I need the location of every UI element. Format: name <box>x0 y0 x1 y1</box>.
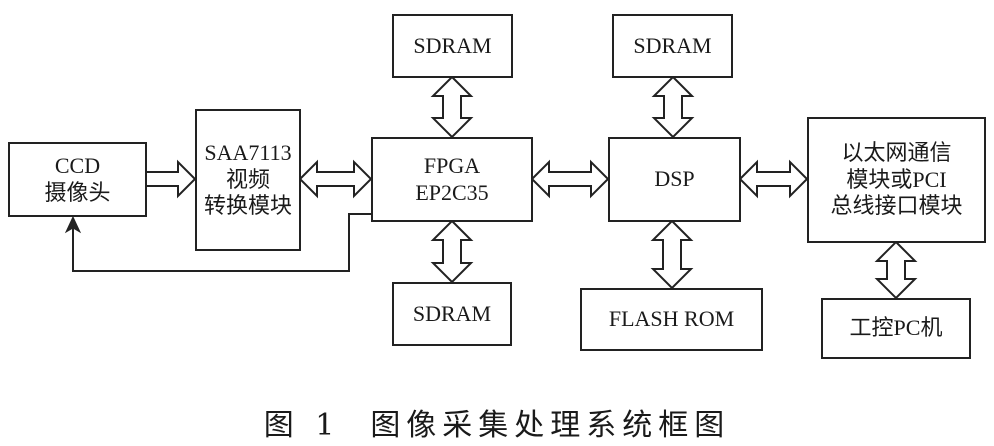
block-saa7113-line-1: SAA7113 <box>204 140 292 166</box>
arrow-fpga-sdram-top <box>430 75 474 139</box>
block-sdram-dsp-top-label: SDRAM <box>633 32 712 58</box>
block-dsp-label: DSP <box>654 166 695 192</box>
block-sdram-fpga-bottom: SDRAM <box>392 282 512 346</box>
block-flash-rom: FLASH ROM <box>580 288 763 351</box>
control-arrowhead <box>64 215 82 234</box>
figure-number: 图 1 <box>263 408 341 443</box>
figure-caption: 图 1 图像采集处理系统框图 <box>0 400 994 444</box>
block-ethernet-line-1: 以太网通信 <box>841 140 952 166</box>
arrow-dsp-flash <box>650 219 694 290</box>
block-saa7113-video-converter: SAA7113 视频 转换模块 <box>195 109 301 251</box>
arrow-dsp-ethernet <box>738 159 809 199</box>
block-fpga-line-2: EP2C35 <box>415 179 489 205</box>
arrow-ccd-to-saa7113 <box>146 159 197 199</box>
block-ethernet-line-2: 模块或PCI <box>846 166 947 192</box>
block-fpga: FPGA EP2C35 <box>371 137 533 222</box>
block-industrial-pc: 工控PC机 <box>821 298 971 359</box>
arrow-fpga-dsp <box>530 159 610 199</box>
arrow-saa7113-fpga <box>298 159 373 199</box>
block-ethernet-line-3: 总线接口模块 <box>830 193 963 219</box>
arrow-dsp-sdram-top <box>651 75 695 139</box>
block-industrial-pc-label: 工控PC机 <box>849 315 943 341</box>
block-sdram-fpga-top-label: SDRAM <box>413 32 492 58</box>
figure-title: 图像采集处理系统框图 <box>370 408 731 443</box>
block-flash-rom-label: FLASH ROM <box>608 306 735 332</box>
block-saa7113-line-2: 视频 <box>225 166 270 192</box>
arrow-fpga-sdram-bottom <box>430 219 474 284</box>
arrow-ethernet-pc <box>874 240 918 300</box>
block-ethernet-pci-interface: 以太网通信 模块或PCI 总线接口模块 <box>807 117 986 243</box>
block-ccd-line-1: CCD <box>54 153 101 179</box>
block-fpga-line-1: FPGA <box>423 153 481 179</box>
block-sdram-fpga-top: SDRAM <box>392 14 513 78</box>
control-line-fpga-to-ccd <box>72 213 371 272</box>
block-sdram-dsp-top: SDRAM <box>612 14 733 78</box>
block-ccd-camera: CCD 摄像头 <box>8 142 147 217</box>
block-saa7113-line-3: 转换模块 <box>203 193 292 219</box>
block-ccd-line-2: 摄像头 <box>44 179 111 205</box>
block-sdram-fpga-bottom-label: SDRAM <box>412 300 492 326</box>
block-dsp: DSP <box>608 137 741 222</box>
